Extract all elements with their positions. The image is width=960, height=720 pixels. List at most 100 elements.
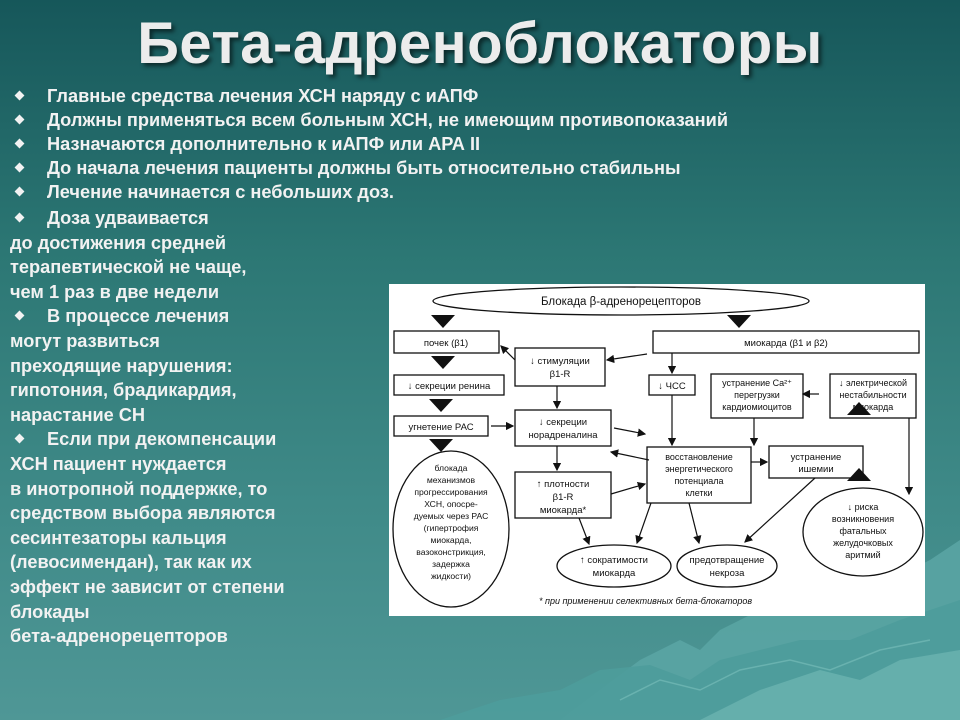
norepinephrine-label: ↓ секреции xyxy=(539,417,587,428)
triangle-markers xyxy=(429,315,871,481)
header-label: Блокада β-адренорецепторов xyxy=(541,296,701,308)
top-bullet-list: Главные средства лечения ХСН наряду с иА… xyxy=(10,84,950,204)
arrow xyxy=(500,345,516,361)
mechanism-label: блокада xyxy=(435,463,468,473)
diamond-bullet-icon xyxy=(14,138,25,149)
electric-label: миокарда xyxy=(853,402,893,412)
bullet-item: Должны применяться всем больным ХСН, не … xyxy=(10,108,950,132)
beta-blockade-diagram: Блокада β-адренорецепторов почек (β1) ми… xyxy=(389,284,925,616)
diamond-bullet-icon xyxy=(14,90,25,101)
bullet-continuation: до достижения средней xyxy=(10,232,227,253)
left-bullet-column: Доза удваивается до достижения средней т… xyxy=(10,206,390,649)
bullet-item: Лечение начинается с небольших доз. xyxy=(10,180,950,204)
calcium-label: перегрузки xyxy=(734,390,780,400)
arrow xyxy=(578,517,591,546)
bullet-continuation: гипотония, брадикардия, xyxy=(10,380,237,401)
risk-label: возникновения xyxy=(832,514,894,524)
mechanism-label: дуемых через РАС xyxy=(414,511,489,521)
diamond-bullet-icon xyxy=(14,433,25,444)
diamond-bullet-icon xyxy=(14,212,25,223)
necrosis-label: некроза xyxy=(710,568,746,579)
bullet-continuation: чем 1 раз в две недели xyxy=(10,281,220,302)
arrow xyxy=(635,502,652,545)
arrow xyxy=(688,502,702,545)
electric-box xyxy=(829,373,917,419)
slide-title: Бета-адреноблокаторы xyxy=(137,11,823,76)
electric-label: ↓ электрической xyxy=(839,378,907,388)
bullet-item: До начала лечения пациенты должны быть о… xyxy=(10,156,950,180)
bullet-continuation: (левосимендан), так как их xyxy=(10,552,252,573)
mechanism-label: миокарда, xyxy=(431,535,472,545)
contractility-label: ↑ сократимости xyxy=(580,555,648,566)
bullet-continuation: могут развиться xyxy=(10,330,160,351)
bullet-continuation: в инотропной поддержке, то xyxy=(10,478,268,499)
norepinephrine-label: норадреналина xyxy=(528,430,598,441)
bullet-continuation: ХСН пациент нуждается xyxy=(10,453,227,474)
mechanism-label: жидкости) xyxy=(431,571,471,581)
ischemia-label: ишемии xyxy=(798,464,833,475)
ischemia-box xyxy=(768,445,864,479)
arrow-up-icon xyxy=(847,468,871,481)
arrow xyxy=(605,353,648,364)
density-label: ↑ плотности xyxy=(537,479,590,490)
mechanism-ellipse xyxy=(392,450,510,608)
kidney-box xyxy=(393,330,500,354)
restore-label: потенциала xyxy=(674,476,723,486)
diamond-bullet-icon xyxy=(14,162,25,173)
risk-label: желудочковых xyxy=(833,538,893,548)
density-label: β1-R xyxy=(553,492,574,503)
necrosis-label: предотвращение xyxy=(690,555,765,566)
arrow xyxy=(610,482,647,495)
mechanism-label: механизмов xyxy=(427,475,476,485)
stimulation-label: β1-R xyxy=(550,369,571,380)
diagram-canvas: Блокада β-адренорецепторов почек (β1) ми… xyxy=(392,286,924,608)
arrow-down-icon xyxy=(429,399,453,412)
bullet-continuation: преходящие нарушения: xyxy=(10,355,233,376)
contractility-label: миокарда xyxy=(593,568,636,579)
restore-label: клетки xyxy=(685,488,712,498)
risk-label: фатальных xyxy=(839,526,887,536)
arrow-down-icon xyxy=(727,315,751,328)
stimulation-label: ↓ стимуляции xyxy=(530,356,590,367)
diamond-bullet-icon xyxy=(14,114,25,125)
kidney-label: почек (β1) xyxy=(424,338,468,349)
stimulation-box xyxy=(514,347,606,387)
arrow-down-icon xyxy=(431,315,455,328)
mechanism-label: задержка xyxy=(432,559,470,569)
ras-label: угнетение РАС xyxy=(408,422,473,433)
restore-box xyxy=(646,446,752,504)
bullet-continuation: эффект не зависит от степени xyxy=(10,576,285,597)
renin-box xyxy=(393,374,505,396)
header-ellipse xyxy=(432,286,810,316)
necrosis-ellipse xyxy=(676,544,778,588)
mechanism-label: прогрессирования xyxy=(414,487,488,497)
risk-label: аритмий xyxy=(845,550,880,560)
restore-label: восстановление xyxy=(665,452,733,462)
calcium-label: устранение Ca²⁺ xyxy=(722,378,792,388)
calcium-label: кардиомиоцитов xyxy=(722,402,792,412)
norepinephrine-box xyxy=(514,409,612,447)
bullet-continuation: бета-адренорецепторов xyxy=(10,626,228,647)
arrow xyxy=(613,427,647,437)
contractility-ellipse xyxy=(556,544,672,588)
bullet-item-course: В процессе лечения xyxy=(10,304,390,329)
hr-label: ↓ ЧСС xyxy=(658,381,686,392)
density-box xyxy=(514,471,612,519)
density-label: миокарда* xyxy=(540,505,587,516)
mechanism-label: ХСН, опосре- xyxy=(424,499,478,509)
arrow-down-icon xyxy=(429,439,453,452)
risk-label: ↓ риска xyxy=(848,502,879,512)
mechanism-label: вазоконстрикция, xyxy=(416,547,486,557)
bullet-item: Назначаются дополнительно к иАПФ или АРА… xyxy=(10,132,950,156)
myocardium-label: миокарда (β1 и β2) xyxy=(744,338,828,349)
bullet-continuation: сесинтезаторы кальция xyxy=(10,527,227,548)
diamond-bullet-icon xyxy=(14,186,25,197)
electric-label: нестабильности xyxy=(839,390,906,400)
arrow-down-icon xyxy=(431,356,455,369)
bullet-item-dose: Доза удваивается xyxy=(10,206,390,231)
ischemia-label: устранение xyxy=(791,452,842,463)
bullet-item-decompensation: Если при декомпенсации xyxy=(10,427,390,452)
risk-ellipse xyxy=(802,487,924,577)
footnote: * при применении селективных бета-блокат… xyxy=(539,596,752,606)
myocardium-box xyxy=(652,330,920,354)
